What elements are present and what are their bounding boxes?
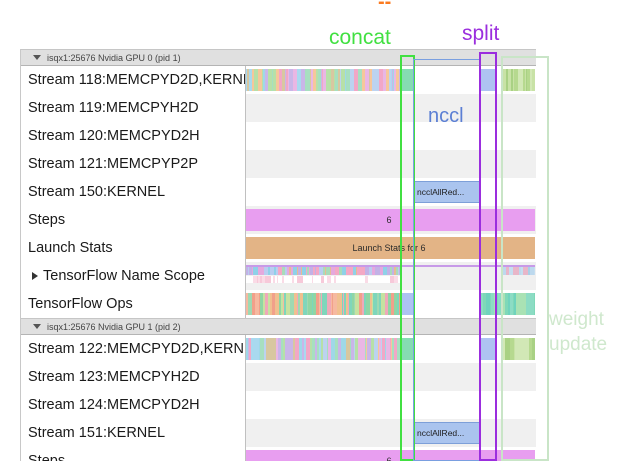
timeline-row[interactable]: Stream 119:MEMCPYH2D (21, 94, 536, 122)
timeline-row-label: Stream 123:MEMCPYH2D (28, 369, 200, 385)
timeline-row[interactable]: Steps 6 (21, 206, 536, 234)
timeline-row-label-wrap[interactable]: TensorFlow Ops (21, 290, 246, 318)
timeline-row-label-wrap[interactable]: Stream 150:KERNEL (21, 178, 246, 206)
chevron-down-icon[interactable] (33, 324, 41, 329)
timeline-track[interactable]: 6 (246, 447, 536, 461)
timeline-row[interactable]: Launch Stats Launch Stats for 6 (21, 234, 536, 262)
annotation-label-split: split (462, 22, 500, 45)
timeline-row-label: Stream 121:MEMCPYP2P (28, 156, 199, 172)
timeline-row-label-wrap[interactable]: Stream 119:MEMCPYH2D (21, 94, 246, 122)
timeline-track[interactable] (246, 150, 536, 178)
timeline-row-label-wrap[interactable]: Stream 124:MEMCPYD2H (21, 391, 246, 419)
timeline-row-label-wrap[interactable]: Launch Stats (21, 234, 246, 262)
timeline-row-label: Launch Stats (28, 240, 113, 256)
timeline-track[interactable] (246, 391, 536, 419)
timeline-row-label-wrap[interactable]: TensorFlow Name Scope (21, 262, 246, 290)
timeline-track[interactable] (246, 66, 536, 94)
timeline-row-label: Stream 119:MEMCPYH2D (28, 100, 199, 116)
timeline-row-label-wrap[interactable]: Steps (21, 447, 246, 461)
timeline-row-label-wrap[interactable]: Stream 121:MEMCPYP2P (21, 150, 246, 178)
timeline-row-label: Stream 150:KERNEL (28, 184, 166, 200)
timeline-row-label: Stream 151:KERNEL (28, 425, 166, 441)
group-header-label: isqx1:25676 Nvidia GPU 0 (pid 1) (47, 52, 181, 63)
timeline-track[interactable] (246, 363, 536, 391)
launch-stats-band-label: Launch Stats for 6 (352, 243, 426, 253)
group-header-label: isqx1:25676 Nvidia GPU 1 (pid 2) (47, 321, 181, 332)
chevron-right-icon[interactable] (32, 272, 38, 280)
timeline-row-label-wrap[interactable]: Stream 122:MEMCPYD2D,KERNEL,MI (21, 335, 246, 363)
steps-band-label: 6 (386, 215, 392, 225)
timeline-row[interactable]: Steps 6 (21, 447, 536, 461)
timeline-row[interactable]: Stream 150:KERNEL ncclAllRed... (21, 178, 536, 206)
timeline-row[interactable]: Stream 121:MEMCPYP2P (21, 150, 536, 178)
timeline-row[interactable]: Stream 151:KERNEL ncclAllRed... (21, 419, 536, 447)
timeline-row[interactable]: TensorFlow Ops (21, 290, 536, 318)
timeline-row-label: Steps (28, 453, 66, 461)
chevron-down-icon[interactable] (33, 55, 41, 60)
nccl-chip-label: ncclAllRed... (417, 187, 465, 197)
timeline-row-label: TensorFlow Ops (28, 296, 133, 312)
timeline-panel[interactable]: isqx1:25676 Nvidia GPU 0 (pid 1) Stream 1… (20, 49, 536, 461)
group-header-0[interactable]: isqx1:25676 Nvidia GPU 0 (pid 1) (21, 49, 536, 66)
timeline-track[interactable]: ncclAllRed... (246, 419, 536, 447)
annotation-label-concat: concat (329, 26, 391, 49)
timeline-row-label: TensorFlow Name Scope (43, 268, 205, 284)
timeline-row-label: Steps (28, 212, 66, 228)
timeline-track[interactable]: ncclAllRed... (246, 178, 536, 206)
timeline-row-label-wrap[interactable]: Steps (21, 206, 246, 234)
timeline-row-label-wrap[interactable]: Stream 151:KERNEL (21, 419, 246, 447)
timeline-row-label-wrap[interactable]: Stream 120:MEMCPYD2H (21, 122, 246, 150)
timeline-track[interactable]: 6 (246, 206, 536, 234)
timeline-track[interactable] (246, 262, 536, 290)
timeline-row-label-wrap[interactable]: Stream 123:MEMCPYH2D (21, 363, 246, 391)
timeline-row[interactable]: Stream 118:MEMCPYD2D,KERNEL,ME (21, 66, 536, 94)
annotation-label-weight-update: weight update (549, 309, 608, 355)
timeline-row[interactable]: TensorFlow Name Scope (21, 262, 536, 290)
nccl-chip-label: ncclAllRed... (417, 428, 465, 438)
timeline-track[interactable] (246, 94, 536, 122)
timeline-track[interactable] (246, 290, 536, 318)
timeline-row[interactable]: Stream 123:MEMCPYH2D (21, 363, 536, 391)
timeline-row-label-wrap[interactable]: Stream 118:MEMCPYD2D,KERNEL,ME (21, 66, 246, 94)
timeline-row-label: Stream 118:MEMCPYD2D,KERNEL,ME (28, 72, 245, 88)
group-header-1[interactable]: isqx1:25676 Nvidia GPU 1 (pid 2) (21, 318, 536, 335)
timeline-track[interactable] (246, 335, 536, 363)
timeline-track[interactable]: Launch Stats for 6 (246, 234, 536, 262)
timeline-row-label: Stream 120:MEMCPYD2H (28, 128, 200, 144)
timeline-row[interactable]: Stream 124:MEMCPYD2H (21, 391, 536, 419)
timeline-row[interactable]: Stream 120:MEMCPYD2H (21, 122, 536, 150)
timeline-row[interactable]: Stream 122:MEMCPYD2D,KERNEL,MI (21, 335, 536, 363)
timeline-row-label: Stream 122:MEMCPYD2D,KERNEL,MI (28, 341, 245, 357)
timeline-row-label: Stream 124:MEMCPYD2H (28, 397, 200, 413)
timeline-track[interactable] (246, 122, 536, 150)
annotation-label-orange-clipped: -- (378, 0, 392, 13)
steps-band-label: 6 (386, 456, 392, 461)
